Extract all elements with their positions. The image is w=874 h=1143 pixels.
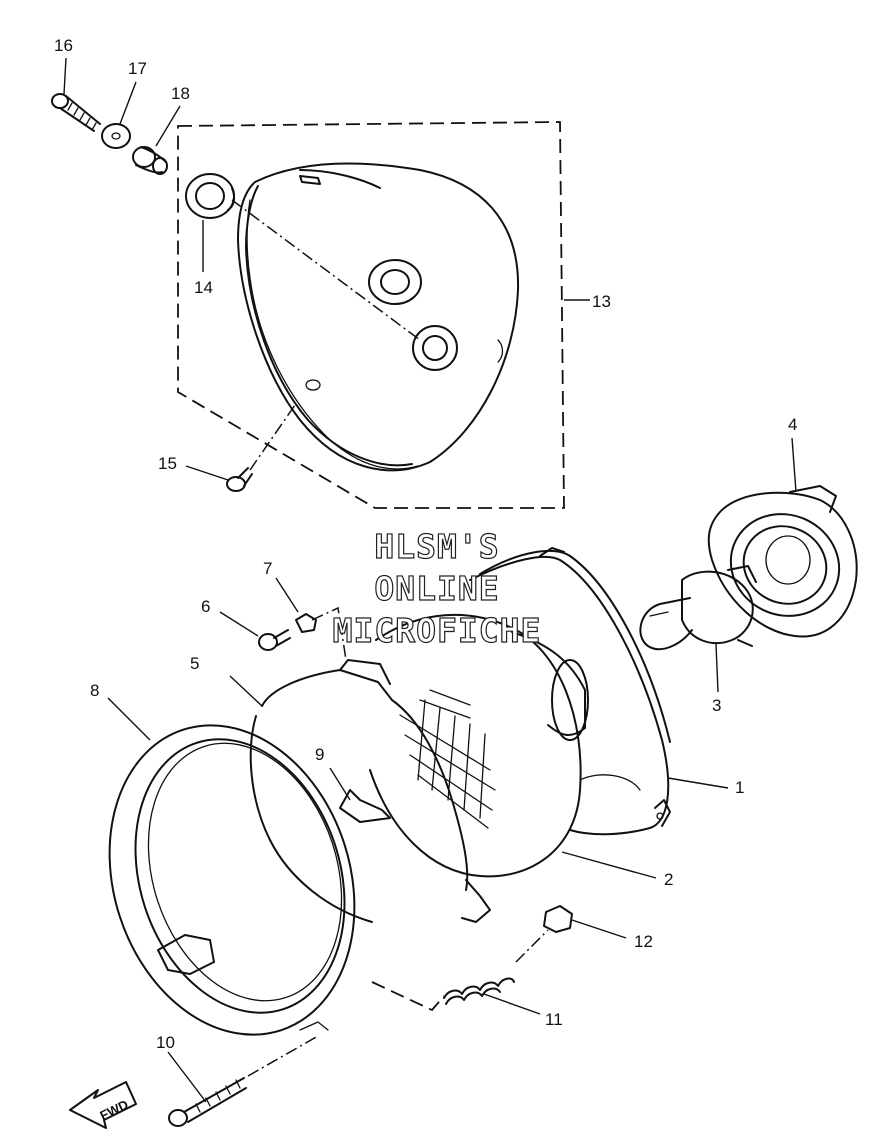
- watermark: HLSM'S ONLINE MICROFICHE: [332, 526, 542, 650]
- part-17-leader: [119, 81, 137, 125]
- callout-1: 1: [735, 778, 744, 797]
- part-13-group-box: [177, 121, 590, 509]
- callout-17: 17: [128, 59, 147, 78]
- fwd-arrow: FWD: [69, 1081, 137, 1129]
- watermark-line-2: ONLINE: [374, 569, 499, 608]
- callout-15: 15: [158, 454, 177, 473]
- part-18-collar: [132, 146, 168, 175]
- part-2-lens: [369, 613, 657, 879]
- callout-13: 13: [592, 292, 611, 311]
- fwd-label: FWD: [97, 1097, 130, 1123]
- part-3-bulb: [639, 565, 757, 651]
- part-11-spring: [371, 929, 549, 1015]
- part-16-leader: [63, 57, 67, 95]
- part-12-nut: [543, 905, 627, 939]
- part-15-leader: [185, 465, 229, 481]
- callout-6: 6: [201, 597, 210, 616]
- part-5-headlight-case: [229, 659, 491, 923]
- callout-8: 8: [90, 681, 99, 700]
- callout-7: 7: [263, 559, 272, 578]
- part-14-grommet: [185, 173, 236, 219]
- part-3-leader: [715, 643, 719, 693]
- part-6-screw: [219, 611, 291, 651]
- callout-14: 14: [194, 278, 213, 297]
- part-7-nut: [275, 577, 347, 661]
- part-1-headlight-unit: [469, 547, 729, 836]
- callout-12: 12: [634, 932, 653, 951]
- callout-9: 9: [315, 745, 324, 764]
- part-9-leader: [329, 767, 351, 801]
- callout-10: 10: [156, 1033, 175, 1052]
- part-17-washer: [101, 123, 131, 149]
- watermark-line-1: HLSM'S: [374, 527, 499, 566]
- part-8-rim: [107, 697, 356, 1036]
- callout-5: 5: [190, 654, 199, 673]
- callout-2: 2: [664, 870, 673, 889]
- callout-16: 16: [54, 36, 73, 55]
- callout-4: 4: [788, 415, 797, 434]
- watermark-line-3: MICROFICHE: [333, 611, 542, 650]
- callout-labels: 1 2 3 4 5 6 7 8 9 10 11 12 13 14 15 16 1…: [54, 36, 797, 1052]
- part-18-leader: [155, 105, 181, 147]
- part-4-socket-cover: [707, 485, 858, 638]
- callout-3: 3: [712, 696, 721, 715]
- part-10-screw: [167, 1035, 319, 1127]
- headlight-shell: [237, 162, 520, 472]
- part-16-bolt: [51, 93, 101, 132]
- part-15-screw: [226, 404, 296, 492]
- callout-18: 18: [171, 84, 190, 103]
- bolt-axis-line: [231, 199, 421, 341]
- callout-11: 11: [545, 1010, 563, 1029]
- part-4-leader: [791, 437, 797, 493]
